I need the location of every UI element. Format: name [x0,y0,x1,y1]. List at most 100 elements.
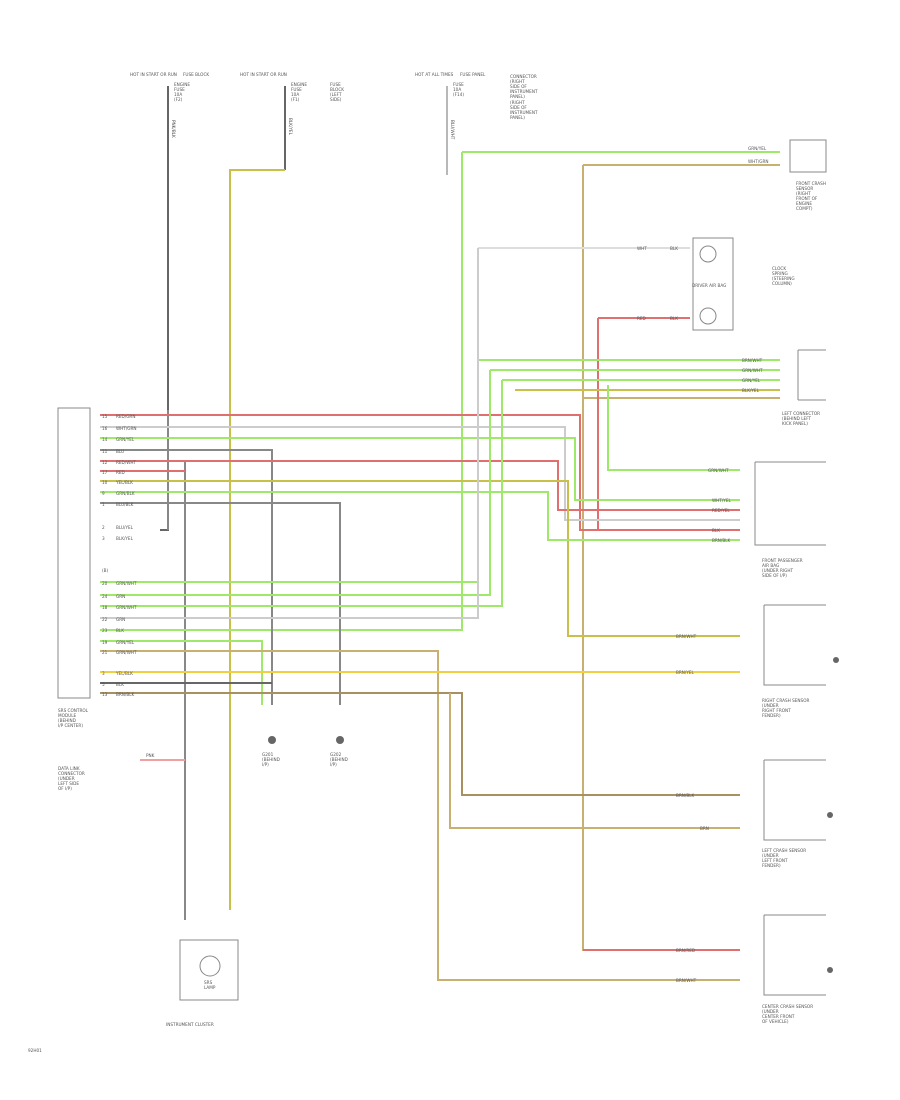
module-pin-number: 10 [102,480,108,485]
data-link-label: (UNDER [58,776,75,781]
module-pin-number: 22 [102,617,108,622]
right-wire-label: WHT/GRN [748,159,769,164]
top-label-fuse-panel: FUSE PANEL [460,72,486,77]
front-crash-sensor-label: FRONT CRASH [796,181,826,186]
g202-ground-icon [336,736,344,744]
right-wire-label: BRN/YEL [676,670,695,675]
fuse-note: (RIGHT [510,79,525,84]
module-pin-number: 12 [102,460,108,465]
right-crash-sensor-box [763,604,826,686]
front-crash-sensor-box [789,139,827,173]
top-label-hot-all-times: HOT AT ALL TIMES [415,72,454,77]
center-crash-sensor-label: (UNDER [762,1009,779,1014]
right-wire-label: BRN/RED [676,948,695,953]
fuse-note: ENGINE [174,82,190,87]
module-pin-wire: GRN/BLK [116,491,135,496]
module-pin-wire: GRN/WHT [116,605,137,610]
module-bottom-header: (B) [102,568,109,573]
data-link-wire-label: PNK [146,753,155,758]
module-pin-wire: BLK/YEL [116,536,134,541]
right-wire-label: RED [637,316,646,321]
left-connector-label: LEFT CONNECTOR [782,411,820,416]
module-pin-number: 13 [102,692,108,697]
center-crash-sensor-label: CENTER FRONT [762,1014,795,1019]
module-pin-wire: BLK [116,682,124,687]
driver-airbag-symbol-top [699,245,717,263]
module-pin-wire: GRN/YEL [116,640,135,645]
data-link-label: OF I/P) [58,786,72,791]
module-pin-number: 5 [102,682,105,687]
module-pin-wire: WHT/GRN [116,426,137,431]
right-wire-label: RED/YEL [712,508,730,513]
fuse-note: ENGINE [291,82,307,87]
module-pin-wire: GRN/WHT [116,581,137,586]
top-label-hot-start-run: HOT IN START OR RUN [130,72,177,77]
module-pin-number: 1 [102,502,105,507]
clock-spring-label: SPRING [772,271,788,276]
vertical-wire-label: BLU/WHT [450,120,455,140]
g201-label: (BEHIND [262,757,280,762]
right-wire-label: WHT [637,246,647,251]
left-crash-sensor-label: FENDER) [762,863,781,868]
module-pin-number: 3 [102,536,105,541]
fuse-note: (F1) [291,97,300,102]
fuse-note: PANEL) [510,115,525,120]
driver-airbag-label: DRIVER AIR BAG [692,283,726,288]
right-crash-sensor-label: RIGHT FRONT [762,708,791,713]
srs-lamp-symbol [199,955,221,977]
center-crash-sensor-label: CENTER CRASH SENSOR [762,1004,813,1009]
right-crash-sensor-label: FENDER) [762,713,781,718]
right-wire-label: BRN/BLK [712,538,731,543]
right-wire-label: BRN/WHT [676,634,697,639]
fuse-note: 10A [453,87,461,92]
g201-ground-icon [268,736,276,744]
module-pin-number: 19 [102,640,108,645]
component-boxes [57,139,839,1001]
fuse-note: FUSE [291,87,302,92]
center-crash-sensor-label: OF VEHICLE) [762,1019,789,1024]
g201-label: I/P) [262,762,269,767]
fuse-note: PANEL) [510,94,525,99]
right-crash-sensor-label: (UNDER [762,703,779,708]
srs-module-label: I/P CENTER) [58,723,83,728]
left-connector-label: KICK PANEL) [782,421,808,426]
fuse-note: (LEFT [330,92,342,97]
right-wire-label: GRN/YEL [742,378,761,383]
fuse-note: (F2) [174,97,183,102]
fuse-note: INSTRUMENT [510,89,538,94]
fuse-note: SIDE OF [510,105,527,110]
left-connector-label: (BEHIND LEFT [782,416,812,421]
right-crash-sensor-label: RIGHT CRASH SENSOR [762,698,809,703]
right-wire-label: BRN/WHT [742,358,763,363]
module-pin-wire: BRN/BLK [116,692,135,697]
module-pin-number: 24 [102,594,108,599]
srs-control-module-box [57,407,91,699]
module-pin-number: 20 [102,581,108,586]
left-crash-sensor-box [763,759,826,841]
front-crash-sensor-label: ENGINE [796,201,812,206]
g202-label: G202 [330,752,342,757]
g201-label: G201 [262,752,274,757]
right-wire-label: GRN/WHT [708,468,729,473]
front-crash-sensor-label: (RIGHT [796,191,811,196]
front-passenger-label: FRONT PASSENGER [762,558,803,563]
module-pin-number: 11 [102,449,108,454]
front-crash-sensor-label: SENSOR [796,186,813,191]
clock-spring-label: (STEERING [772,276,795,281]
right-wire-label: GRN/YEL [748,146,767,151]
right-wire-label: BLK [712,528,720,533]
left-connector-bracket [797,349,826,401]
front-passenger-label: AIR BAG [762,563,779,568]
srs-lamp-label: SRS [204,980,213,985]
center-sensor-ground-icon [827,967,833,973]
module-pin-wire: GRN [116,594,125,599]
fuse-note: (F14) [453,92,464,97]
module-pin-number: 21 [102,650,108,655]
left-crash-sensor-label: LEFT FRONT [762,858,788,863]
srs-module-label: SRS CONTROL [58,708,89,713]
srs-module-label: (BEHIND [58,718,76,723]
data-link-label: LEFT SIDE [58,781,79,786]
left-crash-sensor-label: (UNDER [762,853,779,858]
driver-airbag-symbol-bottom [699,307,717,325]
